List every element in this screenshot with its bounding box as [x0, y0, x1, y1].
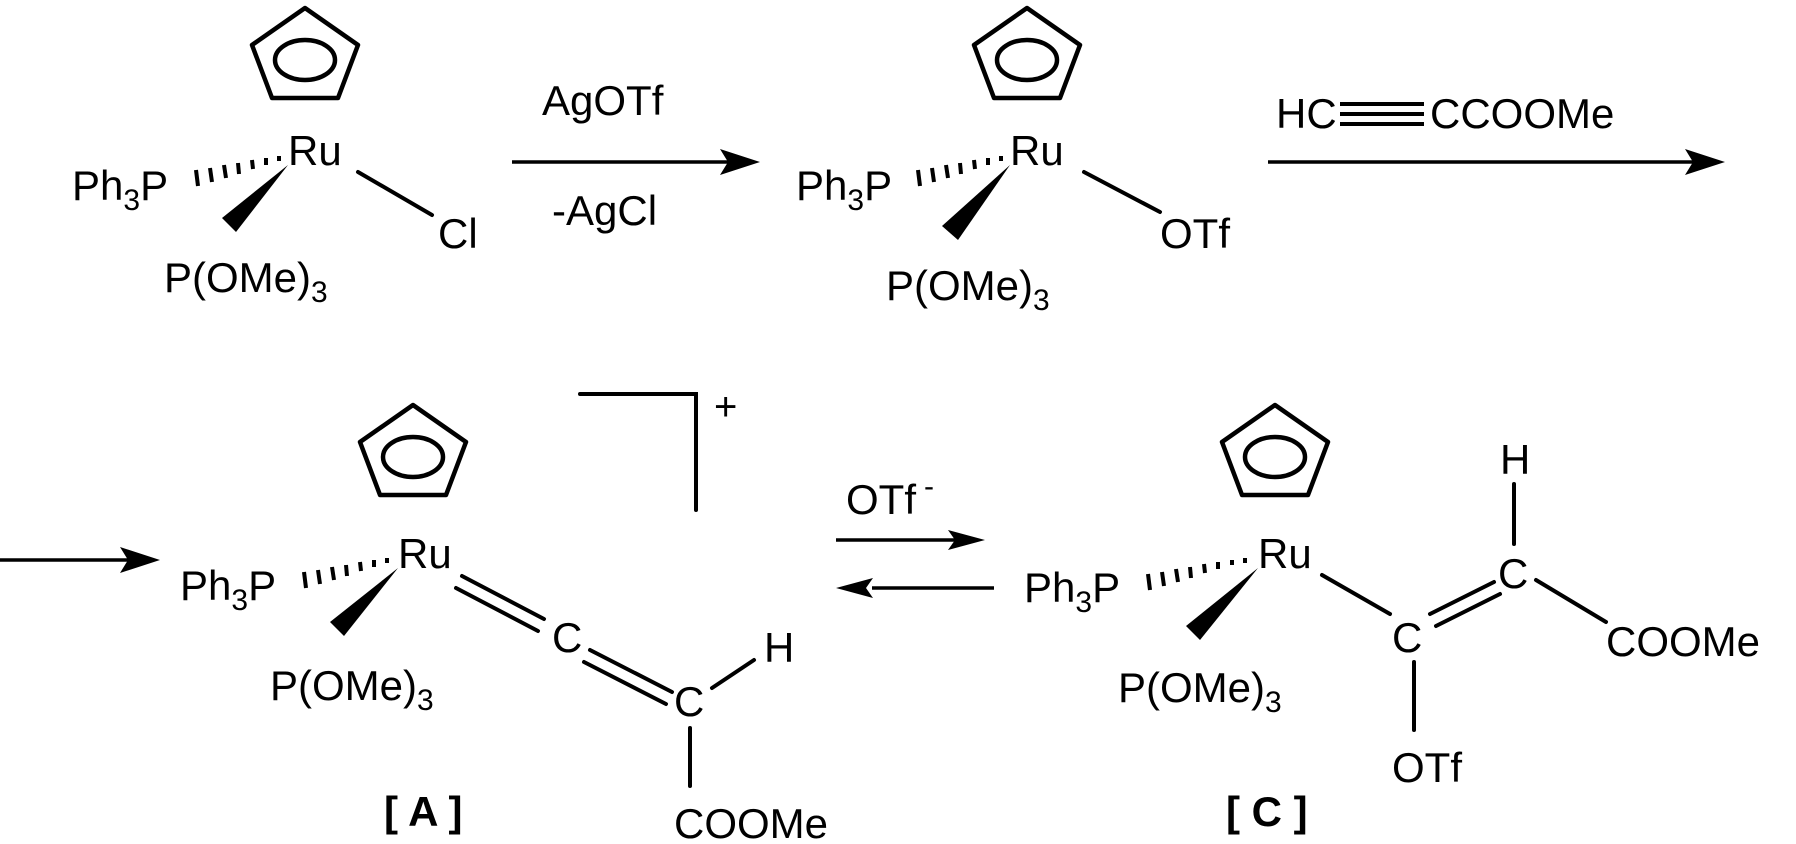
cp-aromatic-circle [1242, 434, 1308, 480]
triflate-label: OTf [1392, 744, 1462, 791]
trimethylphosphite-label: P(OMe)3 [886, 262, 1050, 317]
equilibrium-arrows: OTf- [836, 470, 994, 598]
cationic-charge: + [714, 385, 737, 429]
reaction-arrow-1: AgOTf -AgCl [512, 77, 760, 234]
cyclopentadienyl-ring [249, 5, 361, 101]
triphenylphosphine-label: Ph3P [1024, 564, 1120, 619]
cp-aromatic-circle [272, 37, 338, 83]
reaction-arrow-2: HC CCOOMe [1268, 90, 1725, 175]
wedge-bond [330, 568, 398, 636]
vinylidene-carbon-2: C [674, 678, 704, 725]
ruthenium-atom: Ru [398, 530, 452, 577]
triphenylphosphine-label: Ph3P [180, 562, 276, 617]
ru-c-bond [1320, 573, 1392, 616]
compound-c: Ru Ph3P P(OMe)3 C C H COOMe OTf [1024, 402, 1760, 835]
triflate-label: OTf [1160, 210, 1230, 257]
ru-cl-bond [356, 170, 434, 217]
hydrogen-label: H [764, 624, 794, 671]
ru-c-double-bond [454, 574, 546, 633]
ruthenium-atom: Ru [288, 127, 342, 174]
hashed-bond [302, 558, 389, 589]
vinyl-carbon-2: C [1498, 550, 1528, 597]
c-ester-bond [1534, 578, 1608, 624]
triflate-anion: OTf- [846, 470, 934, 523]
cyclopentadienyl-ring [357, 402, 469, 498]
ruthenium-atom: Ru [1010, 127, 1064, 174]
ru-otf-bond [1082, 170, 1162, 214]
ester-label: COOMe [674, 800, 828, 844]
cyclopentadienyl-ring [1219, 402, 1331, 498]
reagent-agotf: AgOTf [542, 77, 664, 124]
ester-label: COOMe [1606, 618, 1760, 665]
trimethylphosphite-label: P(OMe)3 [270, 662, 434, 717]
hashed-bond [194, 156, 281, 187]
compound-1: Ru Ph3P P(OMe)3 Cl [72, 5, 478, 309]
reagent-alkyne-right: CCOOMe [1430, 90, 1614, 137]
compound-label-a: [ A ] [384, 788, 463, 835]
compound-label-c: [ C ] [1226, 788, 1308, 835]
vinyl-carbon-1: C [1392, 614, 1422, 661]
ruthenium-atom: Ru [1258, 530, 1312, 577]
triphenylphosphine-label: Ph3P [72, 162, 168, 217]
cyclopentadienyl-ring [971, 5, 1083, 101]
wedge-bond [1186, 568, 1258, 640]
trimethylphosphite-label: P(OMe)3 [1118, 664, 1282, 719]
vinylidene-carbon-1: C [552, 614, 582, 661]
triple-bond [1340, 102, 1424, 126]
compound-2: Ru Ph3P P(OMe)3 OTf [796, 5, 1230, 317]
wedge-bond [942, 165, 1010, 240]
wedge-bond [222, 165, 288, 232]
cp-aromatic-circle [994, 37, 1060, 83]
triphenylphosphine-label: Ph3P [796, 162, 892, 217]
c-c-double-bond [582, 648, 674, 706]
c-c-double-bond [1428, 580, 1502, 628]
cp-aromatic-circle [380, 434, 446, 480]
reagent-alkyne-left: HC [1276, 90, 1337, 137]
c-h-bond [710, 658, 756, 690]
charge-bracket [578, 392, 698, 512]
chloride-label: Cl [438, 210, 478, 257]
hydrogen-label: H [1500, 436, 1530, 483]
compound-a: + Ru Ph3P P(OMe)3 C C H [180, 385, 828, 844]
hashed-bond [916, 156, 1003, 187]
continuation-arrow [0, 547, 160, 573]
trimethylphosphite-label: P(OMe)3 [164, 254, 328, 309]
hashed-bond [1146, 558, 1247, 591]
byproduct-agcl: -AgCl [552, 187, 657, 234]
